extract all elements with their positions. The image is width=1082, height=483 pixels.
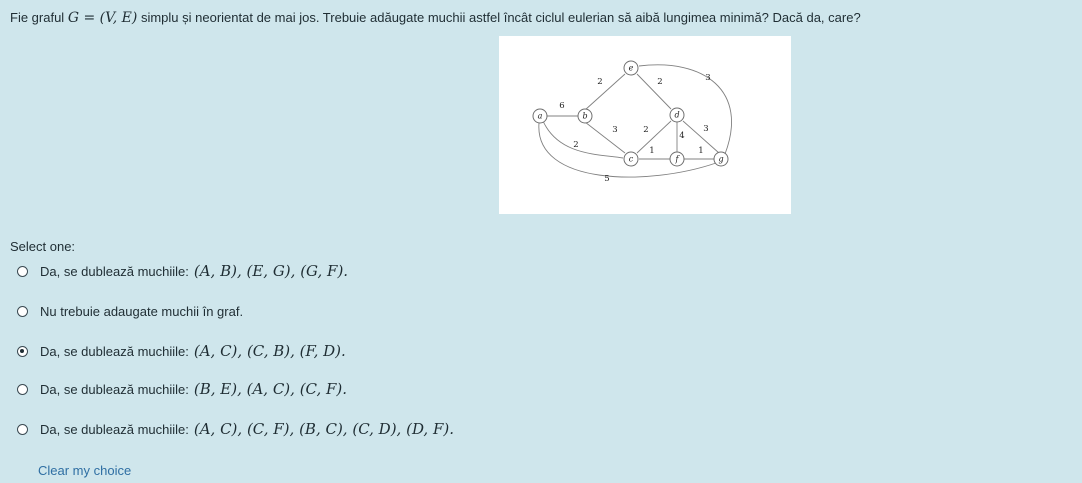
node-e: e bbox=[623, 60, 639, 76]
edge-b-e bbox=[584, 73, 626, 111]
graph-figure: 6 2 2 3 3 2 2 1 4 3 1 5 a b e d c bbox=[499, 36, 791, 214]
weight-a-c: 2 bbox=[573, 140, 578, 150]
option-1-formula: (A, B), (E, G), (G, F). bbox=[193, 262, 349, 280]
weight-b-c: 3 bbox=[612, 125, 617, 135]
option-1-text: Da, se dublează muchiile: bbox=[40, 263, 189, 279]
edge-e-g bbox=[638, 64, 732, 155]
question-text: Fie graful G = (V, E) simplu și neorient… bbox=[10, 9, 861, 27]
edge-a-g bbox=[538, 122, 717, 178]
clear-choice-link[interactable]: Clear my choice bbox=[38, 463, 132, 478]
weight-c-f: 1 bbox=[649, 146, 654, 156]
select-prompt: Select one: bbox=[10, 239, 76, 254]
node-f-label: f bbox=[675, 155, 681, 164]
weight-d-g: 3 bbox=[703, 124, 708, 134]
node-g-label: g bbox=[718, 155, 723, 164]
option-4-formula: (B, E), (A, C), (C, F). bbox=[193, 380, 348, 398]
option-1[interactable]: Da, se dublează muchiile: (A, B), (E, G)… bbox=[17, 260, 348, 282]
node-f: f bbox=[669, 151, 685, 167]
weight-a-b: 6 bbox=[559, 101, 564, 111]
weight-a-g: 5 bbox=[604, 174, 609, 184]
option-4[interactable]: Da, se dublează muchiile: (B, E), (A, C)… bbox=[17, 378, 347, 400]
radio-option-1[interactable] bbox=[17, 265, 28, 277]
node-d-label: d bbox=[674, 111, 679, 120]
radio-option-4[interactable] bbox=[17, 383, 28, 395]
radio-option-5[interactable] bbox=[17, 423, 28, 435]
node-c: c bbox=[623, 151, 639, 167]
edge-c-d bbox=[636, 120, 672, 154]
option-2[interactable]: Nu trebuie adaugate muchii în graf. bbox=[17, 300, 243, 322]
weight-e-g: 3 bbox=[705, 73, 710, 83]
question-text-after: simplu și neorientat de mai jos. Trebuie… bbox=[137, 10, 861, 25]
option-5-text: Da, se dublează muchiile: bbox=[40, 421, 189, 437]
option-5[interactable]: Da, se dublează muchiile: (A, C), (C, F)… bbox=[17, 418, 454, 440]
edge-a-c bbox=[542, 120, 624, 159]
option-5-formula: (A, C), (C, F), (B, C), (C, D), (D, F). bbox=[193, 420, 455, 438]
option-3-formula: (A, C), (C, B), (F, D). bbox=[193, 342, 346, 360]
weight-c-d: 2 bbox=[643, 125, 648, 135]
node-a: a bbox=[532, 108, 548, 124]
question-text-before: Fie graful bbox=[10, 10, 68, 25]
node-b-label: b bbox=[582, 112, 587, 121]
node-e-label: e bbox=[629, 64, 634, 73]
radio-option-2[interactable] bbox=[17, 305, 28, 317]
node-g: g bbox=[713, 151, 729, 167]
weight-b-e: 2 bbox=[597, 77, 602, 87]
edge-e-d bbox=[636, 73, 672, 110]
edge-b-c bbox=[584, 121, 626, 154]
option-4-text: Da, se dublează muchiile: bbox=[40, 381, 189, 397]
graph-svg: 6 2 2 3 3 2 2 1 4 3 1 5 a b e d c bbox=[532, 60, 732, 184]
option-2-text: Nu trebuie adaugate muchii în graf. bbox=[40, 303, 244, 319]
question-math: G = (V, E) bbox=[67, 10, 138, 26]
option-3-text: Da, se dublează muchiile: bbox=[40, 343, 189, 359]
node-b: b bbox=[577, 108, 593, 124]
weight-d-f: 4 bbox=[679, 131, 684, 141]
edge-d-g bbox=[682, 120, 720, 154]
option-3[interactable]: Da, se dublează muchiile: (A, C), (C, B)… bbox=[17, 340, 346, 362]
node-a-label: a bbox=[538, 112, 543, 121]
weight-e-d: 2 bbox=[657, 77, 662, 87]
weight-f-g: 1 bbox=[698, 146, 703, 156]
node-c-label: c bbox=[629, 155, 634, 164]
radio-option-3[interactable] bbox=[17, 345, 28, 357]
node-d: d bbox=[669, 107, 685, 123]
